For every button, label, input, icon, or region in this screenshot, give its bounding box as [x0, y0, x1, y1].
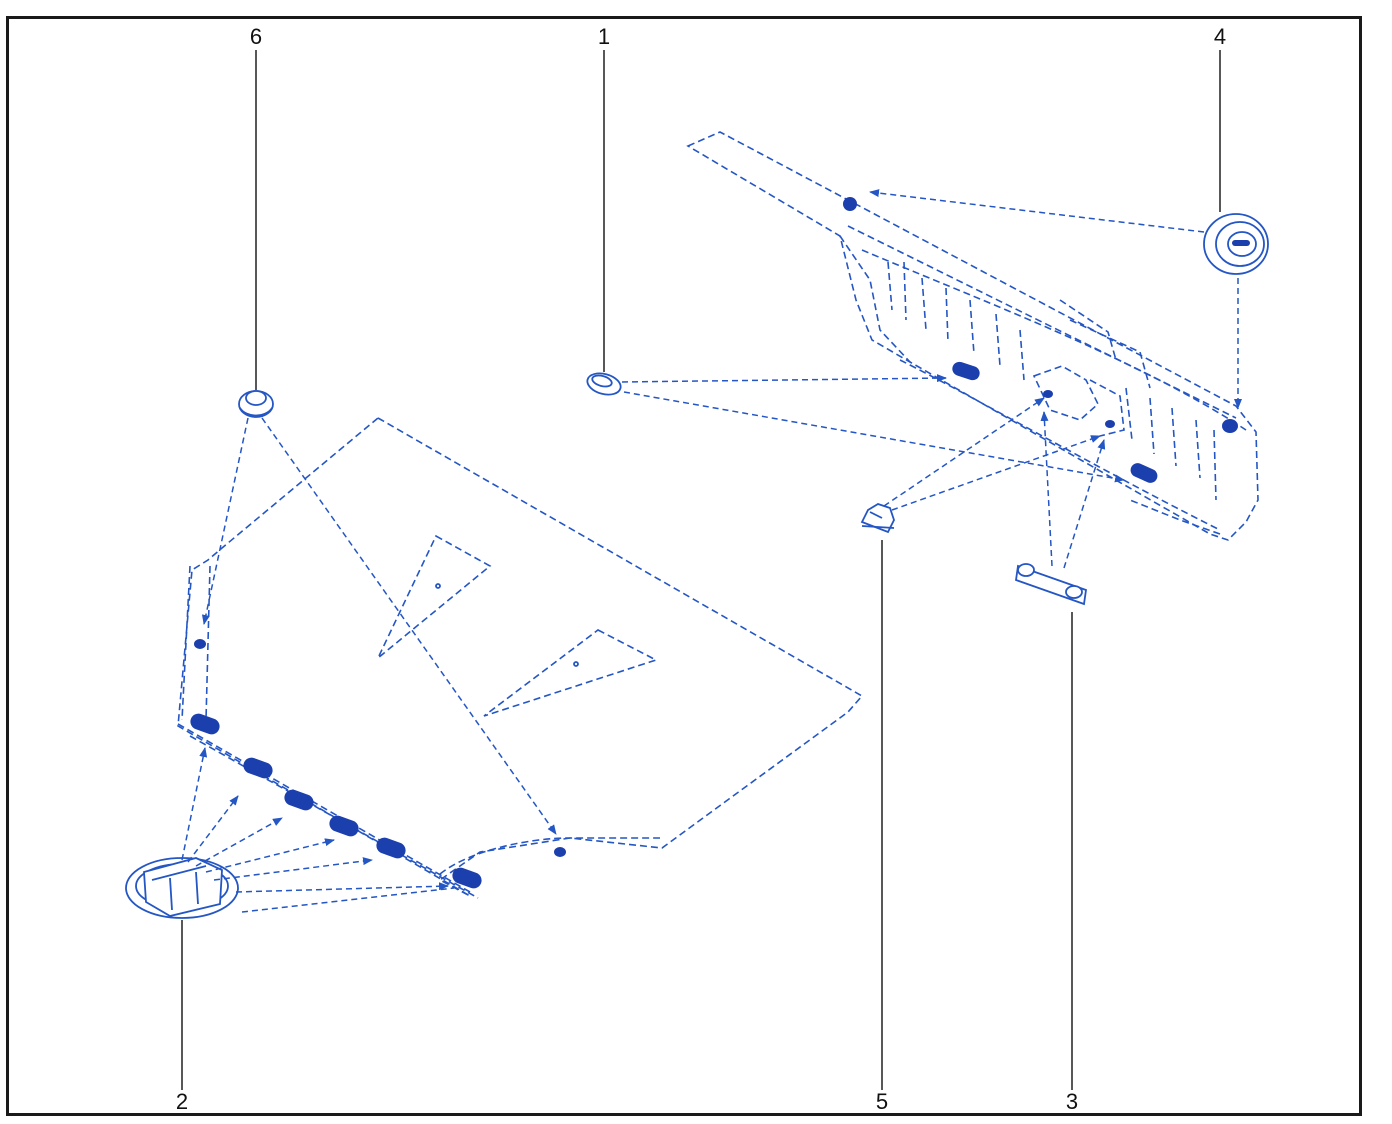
upper-panel-holes — [843, 197, 1238, 483]
diagram-frame — [6, 16, 1362, 1116]
panel-holes — [190, 639, 566, 889]
upper-panel — [686, 131, 1259, 541]
part-5-clip — [860, 503, 895, 534]
callout-4: 4 — [1213, 24, 1227, 49]
part-6-grommet — [238, 390, 274, 418]
part-3-bracket — [1015, 563, 1087, 606]
part-1-plug — [586, 372, 622, 396]
callout-6: 6 — [249, 24, 263, 49]
callout-2: 2 — [175, 1089, 189, 1114]
callout-5: 5 — [875, 1089, 889, 1114]
callout-3: 3 — [1065, 1089, 1079, 1114]
part-2-clip — [125, 857, 239, 919]
assembly-arrows — [181, 189, 1242, 913]
callout-1: 1 — [597, 24, 611, 49]
part-4-grommet — [1203, 213, 1269, 275]
leader-lines — [181, 50, 1221, 1090]
underbody-panel — [177, 417, 864, 899]
